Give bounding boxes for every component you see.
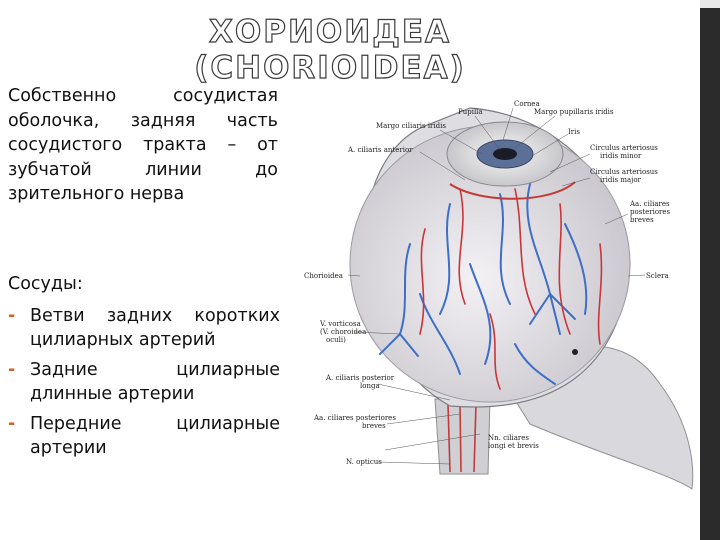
choroid-veins [379,183,588,385]
list-item: -Передние цилиарные артерии [8,412,280,460]
pupil [493,148,517,160]
choroid-arteries [419,188,603,390]
label-margo-pupillaris: Margo pupillaris iridis [534,108,614,116]
label-circulus-major: Circulus arteriosus [590,168,658,176]
list-item-text: Задние цилиарные длинные артерии [30,360,280,404]
nerve-spot [572,349,578,355]
label-aa-ciliares-posteriores-breves-lower: breves [362,422,386,430]
bullet-dash: - [8,414,16,434]
list-item-text: Передние цилиарные артерии [30,414,280,458]
eye-anatomy-illustration: Cornea Pupilla Margo pupillaris iridis M… [304,100,694,490]
label-pupilla: Pupilla [458,108,483,116]
label-chorioidea: Chorioidea [304,272,343,280]
label-v-vorticosa: (V. choroidea [320,328,366,336]
label-cornea: Cornea [514,100,540,108]
list-item-text: Ветви задних коротких цилиарных артерий [30,306,280,350]
label-a-ciliaris-anterior: A. ciliaris anterior [347,146,413,154]
label-circulus-minor: iridis minor [600,152,642,160]
optic-nerve-stub [434,398,491,475]
optic-nerve-vessels [447,403,477,473]
label-v-vorticosa: oculi) [326,336,346,344]
label-aa-ciliares-posteriores-breves: Aa. ciliares [629,200,670,208]
label-aa-ciliares-posteriores-breves: breves [630,216,654,224]
label-circulus-major: iridis major [600,176,642,184]
label-a-ciliaris-posterior-longa: A. ciliaris posterior [325,374,395,382]
label-nn-ciliares: longi et brevis [488,442,539,450]
label-iris: Iris [568,128,580,136]
label-v-vorticosa: V. vorticosa [319,320,361,328]
label-leaders [347,107,646,465]
label-nn-ciliares: Nn. ciliares [488,434,529,442]
slide-edge-bar [700,0,720,540]
description-paragraph: Собственно сосудистая оболочка, задняя ч… [8,86,278,204]
label-n-opticus: N. opticus [346,458,382,466]
label-a-ciliaris-posterior-longa: longa [360,382,380,390]
vessels-list: -Ветви задних коротких цилиарных артерий… [8,304,280,466]
label-margo-ciliaris: Margo ciliaris iridis [376,122,446,130]
label-aa-ciliares-posteriores-breves-lower: Aa. ciliares posteriores [313,414,396,422]
label-aa-ciliares-posteriores-breves: posteriores [630,208,671,216]
slide-edge-cap [700,0,720,8]
ciliary-band [449,181,576,200]
list-item: -Ветви задних коротких цилиарных артерий [8,304,280,352]
list-item: -Задние цилиарные длинные артерии [8,358,280,406]
label-sclera: Sclera [646,272,669,280]
bullet-dash: - [8,306,16,326]
vessels-heading: Сосуды: [8,274,83,294]
bullet-dash: - [8,360,16,380]
label-circulus-minor: Circulus arteriosus [590,144,658,152]
slide-title: ХОРИОИДЕА (CHORIOIDEA) [194,13,466,86]
